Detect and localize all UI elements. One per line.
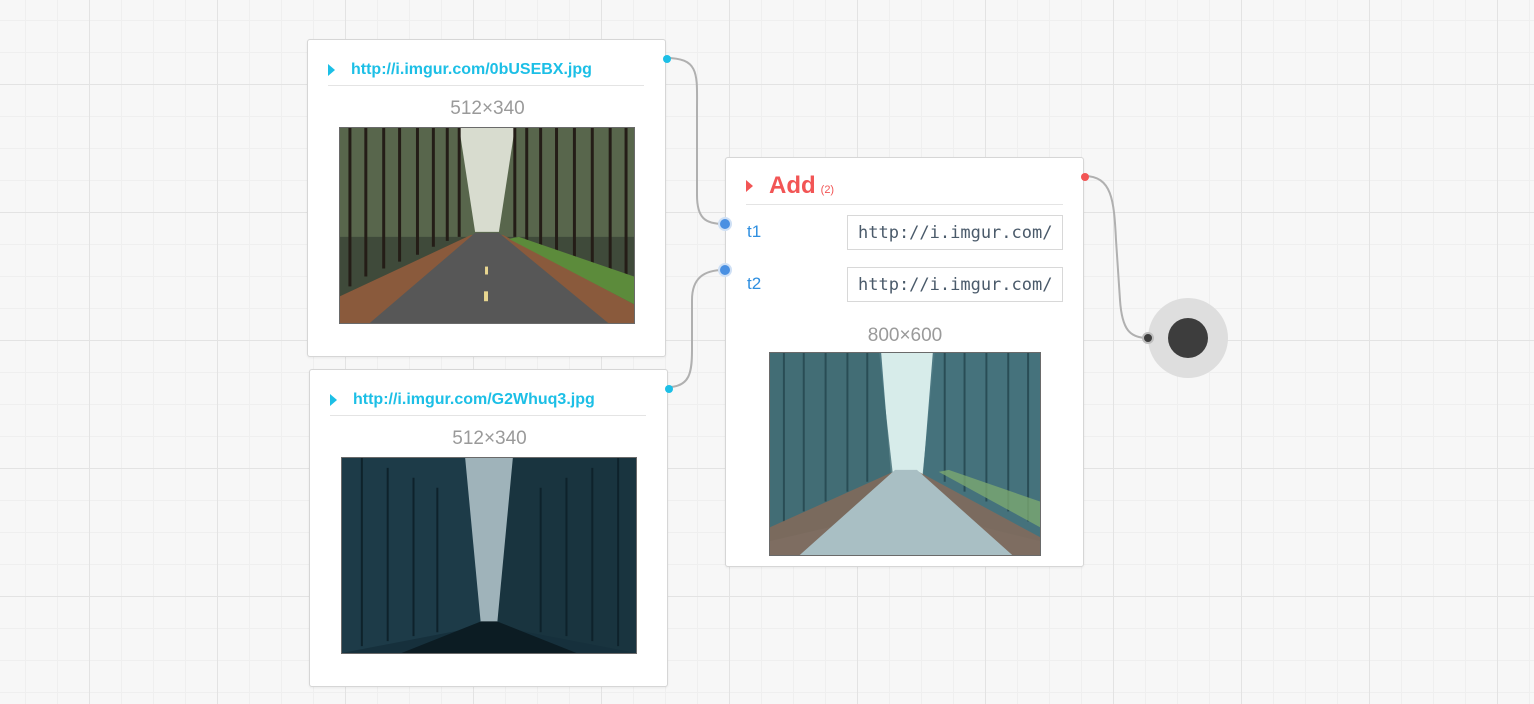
wire-image2-to-t2 xyxy=(667,269,725,388)
expand-triangle-icon[interactable] xyxy=(330,393,337,406)
expand-triangle-icon[interactable] xyxy=(746,180,753,192)
image-node-2-thumbnail xyxy=(341,457,637,654)
add-node[interactable]: Add (2) t1 t2 800×600 xyxy=(718,157,1089,567)
param-input-t2[interactable] xyxy=(847,267,1063,302)
image-node-2[interactable]: http://i.imgur.com/G2Whuq3.jpg 512×340 xyxy=(309,369,673,687)
add-node-dimensions: 800×600 xyxy=(867,325,943,346)
param-input-t1[interactable] xyxy=(847,215,1063,250)
expand-triangle-icon[interactable] xyxy=(328,63,335,76)
add-input-port-t1[interactable] xyxy=(718,217,732,231)
add-node-count: (2) xyxy=(820,184,835,196)
image-node-1[interactable]: http://i.imgur.com/0bUSEBX.jpg 512×340 xyxy=(307,39,671,357)
image-node-1-thumbnail xyxy=(339,127,635,324)
add-input-port-t2[interactable] xyxy=(718,263,732,277)
image-node-2-url[interactable]: http://i.imgur.com/G2Whuq3.jpg xyxy=(353,390,595,408)
param-label-t1: t1 xyxy=(747,222,762,241)
add-node-header[interactable]: Add (2) xyxy=(746,168,1063,205)
image-node-1-header[interactable]: http://i.imgur.com/0bUSEBX.jpg xyxy=(328,54,644,86)
add-node-result-thumbnail xyxy=(769,352,1041,556)
image-node-2-dimensions: 512×340 xyxy=(452,428,527,449)
param-label-t2: t2 xyxy=(747,274,762,293)
image-node-2-header[interactable]: http://i.imgur.com/G2Whuq3.jpg xyxy=(330,384,646,416)
add-node-title: Add xyxy=(769,172,816,199)
image-node-1-url[interactable]: http://i.imgur.com/0bUSEBX.jpg xyxy=(351,60,592,78)
image-node-1-dimensions: 512×340 xyxy=(450,98,525,119)
output-node-input-port[interactable] xyxy=(1142,332,1154,344)
image-node-2-output-port[interactable] xyxy=(665,385,673,393)
output-node-icon xyxy=(1168,318,1208,358)
output-node[interactable] xyxy=(1148,298,1228,378)
wire-add-to-output xyxy=(1083,175,1149,339)
image-node-1-output-port[interactable] xyxy=(663,55,671,63)
wire-image1-to-t1 xyxy=(665,57,725,225)
add-output-port[interactable] xyxy=(1081,173,1089,181)
